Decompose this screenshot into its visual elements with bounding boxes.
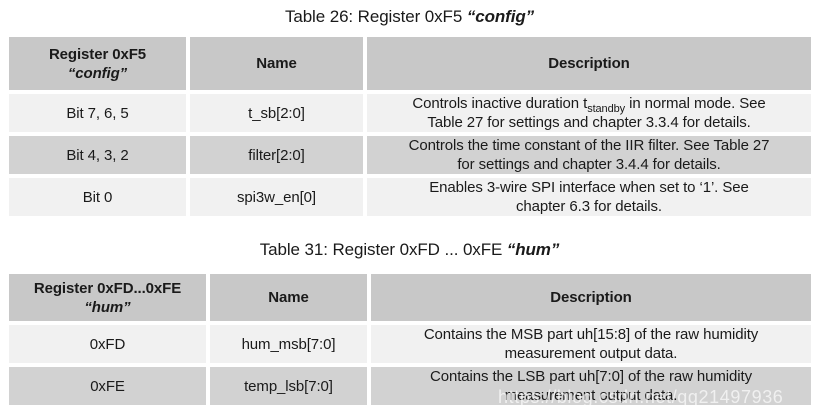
table31-caption-text: Table 31: Register 0xFD ... 0xFE [259, 240, 507, 259]
bits-cell: 0xFD [9, 325, 206, 363]
bits-cell: 0xFE [9, 367, 206, 405]
table31-header-description: Description [371, 274, 811, 321]
name-cell: t_sb[2:0] [190, 94, 363, 132]
table31-caption: Table 31: Register 0xFD ... 0xFE “hum” [0, 220, 819, 261]
standby-subscript: standby [587, 103, 626, 115]
table31-header-row: Register 0xFD...0xFE“hum” Name Descripti… [9, 274, 811, 321]
bits-cell: Bit 0 [9, 178, 186, 216]
table26-caption-register-name: “config” [466, 7, 535, 26]
description-cell: Controls inactive duration tstandby in n… [367, 94, 811, 132]
table26-register-config: Register 0xF5“config” Name Description B… [5, 33, 815, 220]
name-cell: filter[2:0] [190, 136, 363, 174]
description-cell: Contains the LSB part uh[7:0] of the raw… [371, 367, 811, 405]
name-cell: hum_msb[7:0] [210, 325, 367, 363]
description-cell: Enables 3-wire SPI interface when set to… [367, 178, 811, 216]
table26-caption: Table 26: Register 0xF5 “config” [0, 0, 819, 28]
description-cell: Controls the time constant of the IIR fi… [367, 136, 811, 174]
description-cell: Contains the MSB part uh[15:8] of the ra… [371, 325, 811, 363]
table26-header-register-line1: Register 0xF5 [48, 45, 147, 63]
bits-cell: Bit 4, 3, 2 [9, 136, 186, 174]
table31-row-hummsb: 0xFD hum_msb[7:0] Contains the MSB part … [9, 325, 811, 363]
bits-cell: Bit 7, 6, 5 [9, 94, 186, 132]
table26-header-register: Register 0xF5“config” [9, 37, 186, 90]
table26-row-filter: Bit 4, 3, 2 filter[2:0] Controls the tim… [9, 136, 811, 174]
table26-caption-text: Table 26: Register 0xF5 [284, 7, 467, 26]
table26-header-register-line2: “config” [67, 64, 128, 82]
table31-header-name: Name [210, 274, 367, 321]
table31-row-templsb: 0xFE temp_lsb[7:0] Contains the LSB part… [9, 367, 811, 405]
table31-header-register: Register 0xFD...0xFE“hum” [9, 274, 206, 321]
table31-header-register-line2: “hum” [84, 298, 131, 316]
table26-header-description: Description [367, 37, 811, 90]
table26-row-tsb: Bit 7, 6, 5 t_sb[2:0] Controls inactive … [9, 94, 811, 132]
table26-header-name: Name [190, 37, 363, 90]
table26-header-row: Register 0xF5“config” Name Description [9, 37, 811, 90]
table31-header-register-line1: Register 0xFD...0xFE [33, 279, 182, 297]
table31-caption-register-name: “hum” [506, 240, 560, 259]
name-cell: spi3w_en[0] [190, 178, 363, 216]
name-cell: temp_lsb[7:0] [210, 367, 367, 405]
table26-row-spi3wen: Bit 0 spi3w_en[0] Enables 3-wire SPI int… [9, 178, 811, 216]
table31-register-hum: Register 0xFD...0xFE“hum” Name Descripti… [5, 270, 815, 409]
